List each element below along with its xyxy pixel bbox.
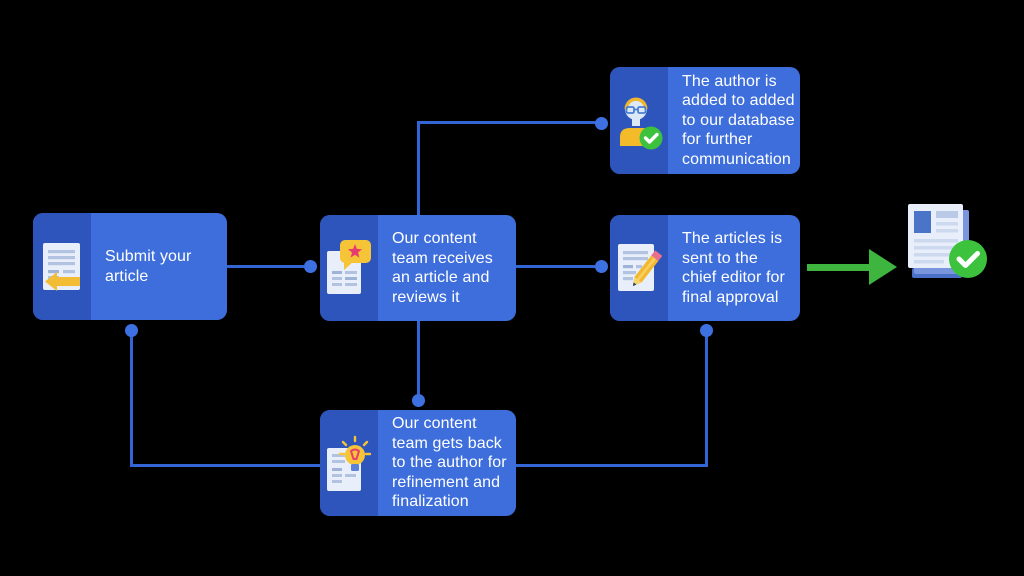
- connector-review-to-database-vertical: [417, 121, 420, 215]
- node-label: The articles is sent to the chief editor…: [682, 230, 785, 306]
- publish-arrow-head-icon: [869, 249, 897, 285]
- node-label: Submit your article: [105, 248, 192, 285]
- node-label: Our content team gets back to the author…: [392, 415, 507, 511]
- node-icon-panel: [320, 215, 378, 321]
- flow-node-chief-editor: The articles is sent to the chief editor…: [610, 215, 800, 321]
- connector-refine-to-submit-vertical: [130, 336, 133, 466]
- connector-dot: [595, 260, 608, 273]
- connector-dot: [700, 324, 713, 337]
- flow-node-author-database: The author is added to added to our data…: [610, 67, 800, 174]
- connector-refine-to-chief-vertical: [705, 336, 708, 466]
- document-pencil-icon: [618, 244, 662, 291]
- connector-review-to-refine: [417, 321, 420, 394]
- flow-node-refinement: Our content team gets back to the author…: [320, 410, 516, 516]
- connector-dot: [125, 324, 138, 337]
- document-review-star-icon: [327, 240, 371, 294]
- connector-dot: [595, 117, 608, 130]
- document-idea-icon: [327, 435, 372, 491]
- node-icon-panel: [320, 410, 378, 516]
- connector-review-to-database-horizontal: [417, 121, 596, 124]
- connector-refine-to-submit-horizontal: [130, 464, 320, 467]
- flow-node-content-team-review: Our content team receives an article and…: [320, 215, 516, 321]
- node-label: The author is added to added to our data…: [682, 72, 795, 168]
- published-article-check-icon: [908, 204, 987, 278]
- connector-review-to-chief: [516, 265, 595, 268]
- connector-submit-to-review: [227, 265, 304, 268]
- node-icon-panel: [33, 213, 91, 320]
- connector-refine-to-chief-horizontal: [516, 464, 708, 467]
- connector-dot: [412, 394, 425, 407]
- node-icon-panel: [610, 67, 668, 174]
- publish-arrow: [807, 264, 871, 271]
- flow-node-submit-article: Submit your article: [33, 213, 227, 320]
- published-article-check-icon: [900, 198, 995, 291]
- node-label: Our content team receives an article and…: [392, 230, 493, 306]
- author-check-icon: [620, 97, 663, 149]
- node-icon-panel: [610, 215, 668, 321]
- connector-dot: [304, 260, 317, 273]
- document-submit-icon: [43, 242, 80, 291]
